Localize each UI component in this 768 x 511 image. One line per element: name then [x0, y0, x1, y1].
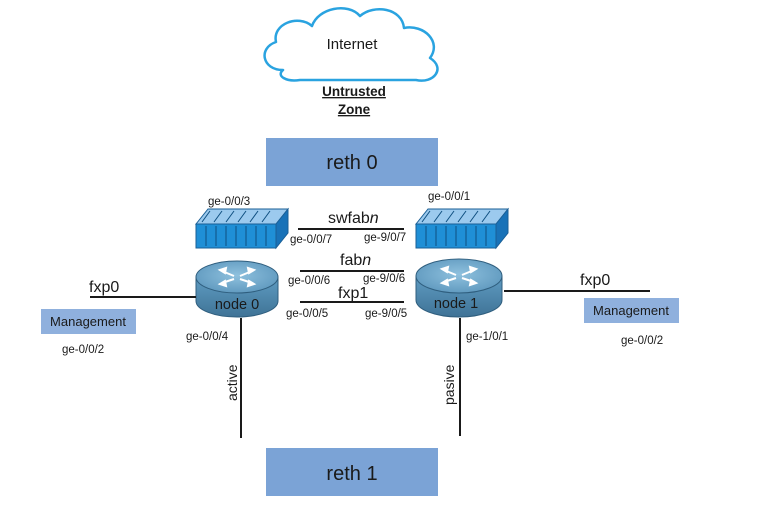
node1-down-label: pasive: [441, 364, 457, 405]
mgmt-left-fxp: fxp0: [89, 279, 119, 296]
mgmt-right-box: [584, 298, 679, 323]
reth1-box: [266, 448, 438, 496]
node0-down-label: active: [224, 364, 240, 401]
fxp1-right-port: ge-9/0/5: [365, 308, 407, 320]
swfab-right-port: ge-9/0/7: [364, 232, 406, 244]
mgmt-left-label: Management: [50, 314, 126, 329]
reth1-label: reth 1: [326, 463, 377, 485]
switch-right-icon: [414, 207, 510, 250]
fxp1-left-port: ge-0/0/5: [286, 308, 328, 320]
mgmt-left-port: ge-0/0/2: [62, 344, 104, 356]
switch-right-port: ge-0/0/1: [428, 191, 470, 203]
mgmt-right-fxp: fxp0: [580, 272, 610, 289]
fxp1-label: fxp1: [338, 285, 368, 302]
node1-down-port: ge-1/0/1: [466, 331, 508, 343]
router-node1-icon: [415, 258, 503, 318]
fab-right-port: ge-9/0/6: [363, 273, 405, 285]
reth0-box: [266, 138, 438, 186]
switch-left-icon: [194, 207, 290, 250]
internet-cloud: Internet: [263, 7, 439, 82]
internet-label: Internet: [327, 36, 379, 53]
node1-label: node 1: [434, 296, 478, 312]
zone-label-line2: Zone: [338, 102, 371, 117]
router-node0-icon: [195, 260, 279, 318]
node0-label: node 0: [215, 297, 259, 313]
switch-left-port: ge-0/0/3: [208, 196, 250, 208]
zone-label-line1: Untrusted: [322, 84, 386, 99]
swfab-left-port: ge-0/0/7: [290, 234, 332, 246]
mgmt-right-port: ge-0/0/2: [621, 335, 663, 347]
mgmt-right-label: Management: [593, 303, 669, 318]
reth0-label: reth 0: [326, 152, 377, 174]
fab-label: fabn: [340, 252, 371, 269]
fab-left-port: ge-0/0/6: [288, 275, 330, 287]
swfab-label: swfabn: [328, 210, 379, 227]
mgmt-left-box: [41, 309, 136, 334]
node0-down-port: ge-0/0/4: [186, 331, 229, 343]
